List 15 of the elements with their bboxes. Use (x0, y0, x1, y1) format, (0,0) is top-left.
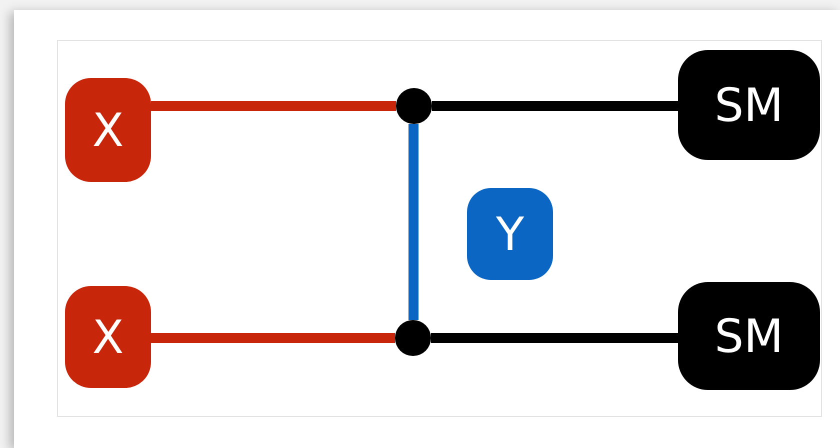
connector-line (151, 101, 396, 111)
connector-line (432, 101, 678, 111)
node-label: SM (714, 313, 784, 359)
node-label: Y (496, 211, 524, 257)
node-label: X (92, 314, 124, 360)
x-box (65, 286, 151, 388)
x-box (65, 78, 151, 182)
connector-line (408, 124, 418, 320)
node-label: X (92, 107, 124, 153)
sm-box (678, 50, 820, 160)
sm-box (678, 282, 820, 390)
connector-line (151, 333, 395, 343)
connector-line (431, 333, 678, 343)
y-box (467, 188, 553, 280)
node-label: SM (714, 82, 784, 128)
